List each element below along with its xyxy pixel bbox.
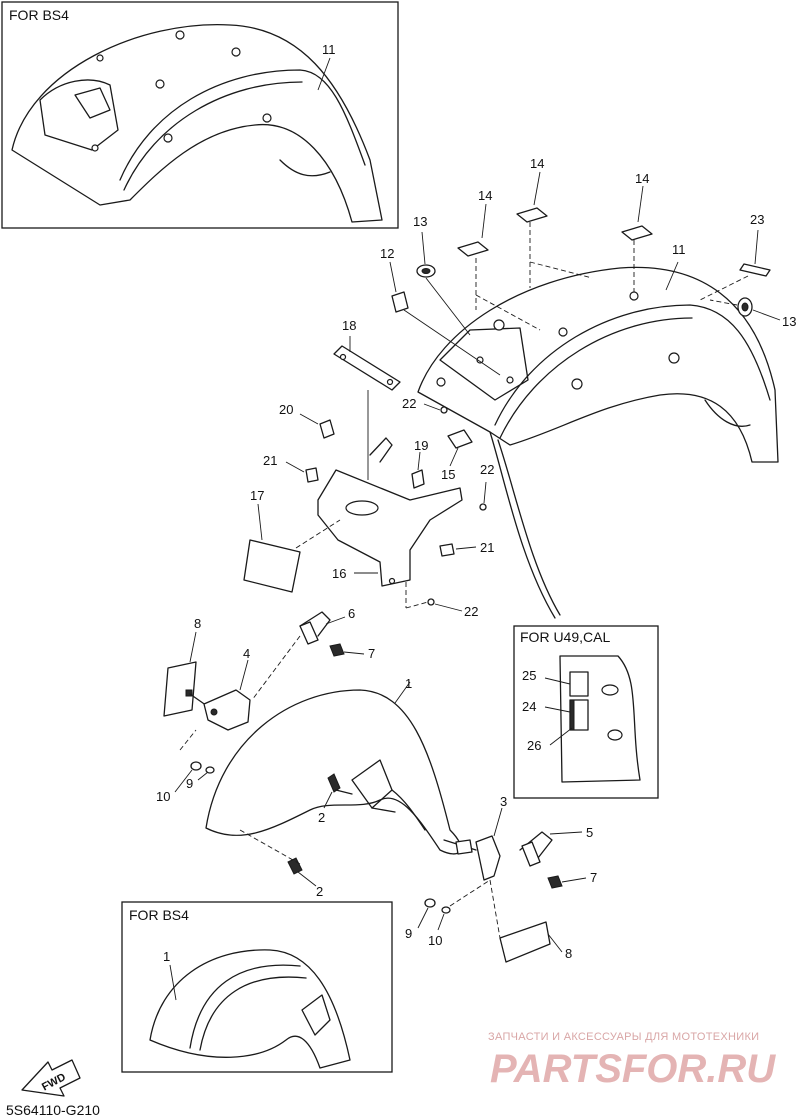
pads [285, 413, 477, 557]
callout-21-b: 21 [480, 540, 494, 555]
bracket-3 [443, 807, 503, 881]
label-23 [699, 229, 771, 301]
inset-frame [1, 1, 399, 229]
callout-8-a: 8 [194, 616, 201, 631]
callout-14-a: 14 [478, 188, 492, 203]
bracket-4 [203, 659, 251, 731]
callout-17: 17 [250, 488, 264, 503]
callout-2-a: 2 [318, 810, 325, 825]
inset-u49-title: FOR U49,CAL [520, 629, 610, 645]
callout-7-b: 7 [590, 870, 597, 885]
callout-7-a: 7 [368, 646, 375, 661]
callout-20: 20 [279, 402, 293, 417]
plate-17 [243, 503, 341, 593]
callout-2-b: 2 [316, 884, 323, 899]
callout-8-b: 8 [565, 946, 572, 961]
inset-bs4-front-fender: FOR BS4 [121, 901, 393, 1073]
callout-26: 26 [527, 738, 541, 753]
callout-23: 23 [750, 212, 764, 227]
callout-11: 11 [672, 242, 686, 257]
rear-fender [417, 266, 779, 619]
callout-18: 18 [342, 318, 356, 333]
callout-4: 4 [243, 646, 250, 661]
inset-u49-frame [513, 625, 659, 799]
callout-24: 24 [522, 699, 536, 714]
drawing-code: 5S64110-G210 [6, 1102, 100, 1118]
callout-13-a: 13 [413, 214, 427, 229]
strip-18 [333, 336, 401, 480]
callout-22-b: 22 [480, 462, 494, 477]
watermark-tagline: ЗАПЧАСТИ И АКСЕССУАРЫ ДЛЯ МОТОТЕХНИКИ [488, 1031, 759, 1043]
callout-14-b: 14 [530, 156, 544, 171]
callout-13-b: 13 [782, 314, 796, 329]
inset-bs4-front-frame [121, 901, 393, 1073]
inset-bs4-front-title: FOR BS4 [129, 907, 189, 923]
callout-1: 1 [405, 676, 412, 691]
inset-title: FOR BS4 [9, 7, 69, 23]
reflector-8-lower [489, 879, 563, 963]
callout-9-a: 9 [186, 776, 193, 791]
fasteners-9-10-lower [417, 879, 491, 931]
callout-3: 3 [500, 794, 507, 809]
callout-22-c: 22 [464, 604, 478, 619]
callout-16: 16 [332, 566, 346, 581]
screws-22 [423, 403, 487, 612]
callout-22-a: 22 [402, 396, 416, 411]
callout-25: 25 [522, 668, 536, 683]
callout-6: 6 [348, 606, 355, 621]
inset-u49-cal: FOR U49,CAL [513, 625, 659, 799]
clip-12 [389, 261, 501, 376]
leader-11-inset [317, 57, 331, 91]
callout-10-b: 10 [428, 933, 442, 948]
hook-6 [251, 611, 365, 701]
callout-5: 5 [586, 825, 593, 840]
callout-15: 15 [441, 467, 455, 482]
grommets-13 [416, 231, 781, 336]
callout-21-a: 21 [263, 453, 277, 468]
bolts-2 [239, 773, 353, 887]
inset-bs4-rear-fender: FOR BS4 11 [1, 1, 399, 229]
callout-11-inset: 11 [322, 42, 336, 57]
leader-11 [665, 261, 679, 291]
rear-fender-bs4-drawing [11, 24, 383, 223]
callout-19: 19 [414, 438, 428, 453]
reflector-labels-14 [457, 171, 653, 331]
fwd-arrow: FWD [21, 1059, 81, 1097]
fasteners-9-10-upper [174, 729, 215, 793]
license-bracket-16 [317, 437, 463, 609]
callout-10-a: 10 [156, 789, 170, 804]
reflector-8-upper [163, 631, 211, 717]
callout-12: 12 [380, 246, 394, 261]
callout-9-b: 9 [405, 926, 412, 941]
callout-14-c: 14 [635, 171, 649, 186]
hook-5 [519, 831, 587, 889]
callout-1-bs4: 1 [163, 949, 170, 964]
watermark-brand: PARTSFOR.RU [490, 1047, 776, 1091]
